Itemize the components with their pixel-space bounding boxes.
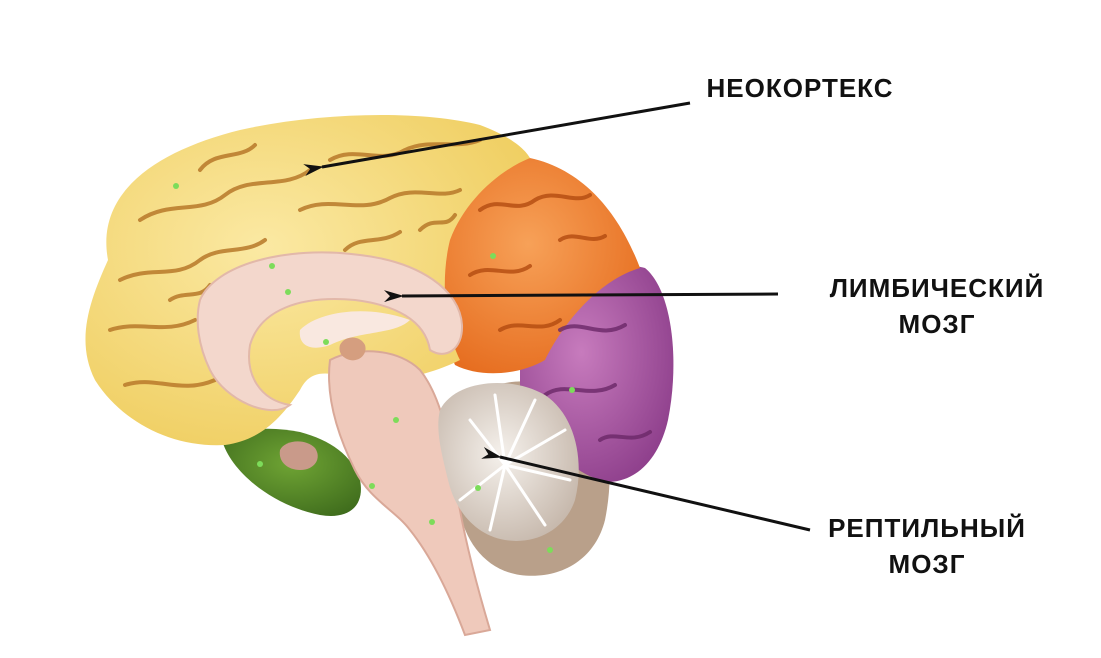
pointer-limbic xyxy=(383,290,779,303)
purple-grooves xyxy=(543,323,652,442)
label-reptilian-brain: РЕПТИЛЬНЫЙ МОЗГ xyxy=(812,510,1042,582)
parietal-lobe xyxy=(436,158,640,374)
label-limbic-line1: ЛИМБИЧЕСКИЙ xyxy=(829,273,1045,303)
thalamus xyxy=(339,337,366,361)
label-reptilian-line1: РЕПТИЛЬНЫЙ xyxy=(828,513,1026,543)
temporal-lobe xyxy=(222,428,361,516)
label-neocortex-text: НЕОКОРТЕКС xyxy=(706,73,894,103)
label-limbic-line2: МОЗГ xyxy=(898,309,976,339)
brain-stem xyxy=(328,350,492,637)
label-limbic-brain: ЛИМБИЧЕСКИЙ МОЗГ xyxy=(812,270,1062,342)
pituitary xyxy=(279,441,318,470)
orange-grooves xyxy=(468,193,607,332)
label-reptilian-line2: МОЗГ xyxy=(888,549,966,579)
marker-dots xyxy=(173,183,575,553)
label-neocortex: НЕОКОРТЕКС xyxy=(700,70,900,106)
pointer-reptilian xyxy=(481,447,811,532)
pointer-neocortex xyxy=(303,101,691,176)
limbic-inner xyxy=(299,311,410,348)
